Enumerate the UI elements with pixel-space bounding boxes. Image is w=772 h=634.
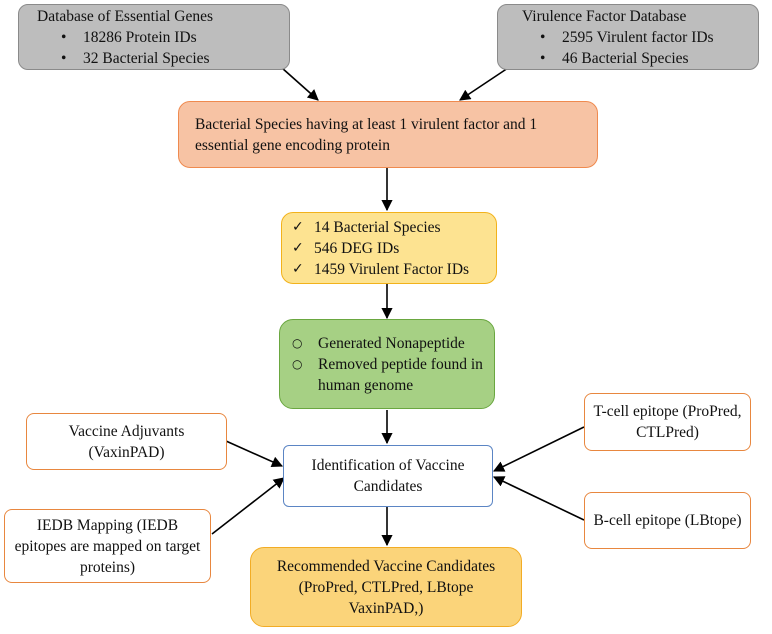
tcell-epitope-text: T-cell epitope (ProPred, CTLPred) bbox=[593, 403, 742, 441]
nonapeptide-item: Removed peptide found in human genome bbox=[288, 354, 486, 396]
arrow-bcell-to-identification bbox=[492, 476, 585, 521]
deg-database-box: Database of Essential Genes 18286 Protei… bbox=[18, 4, 290, 70]
arrow-vfdb-to-species bbox=[459, 67, 509, 101]
vaccine-adjuvants-text: Vaccine Adjuvants (VaxinPAD) bbox=[68, 422, 185, 461]
identification-text: Identification of Vaccine Candidates bbox=[311, 457, 465, 495]
vaccine-adjuvants-box: Vaccine Adjuvants (VaxinPAD) bbox=[26, 413, 227, 470]
identification-box: Identification of Vaccine Candidates bbox=[283, 445, 493, 507]
bcell-epitope-text: B-cell epitope (LBtope) bbox=[593, 512, 742, 529]
arrow-tcell-to-identification bbox=[492, 426, 585, 472]
counts-item: 14 Bacterial Species bbox=[292, 217, 486, 238]
nonapeptide-list: Generated Nonapeptide Removed peptide fo… bbox=[288, 333, 486, 396]
iedb-mapping-box: IEDB Mapping (IEDB epitopes are mapped o… bbox=[4, 509, 211, 583]
deg-database-item: 32 Bacterial Species bbox=[61, 48, 277, 69]
deg-database-title: Database of Essential Genes bbox=[37, 7, 214, 25]
iedb-mapping-text: IEDB Mapping (IEDB epitopes are mapped o… bbox=[14, 516, 201, 576]
deg-database-item: 18286 Protein IDs bbox=[61, 27, 277, 48]
arrow-adjuvants-to-identification bbox=[225, 440, 284, 468]
tcell-epitope-box: T-cell epitope (ProPred, CTLPred) bbox=[584, 393, 751, 451]
vfdb-list: 2595 Virulent factor IDs 46 Bacterial Sp… bbox=[540, 27, 748, 69]
recommended-candidates-box: Recommended Vaccine Candidates (ProPred,… bbox=[250, 547, 522, 627]
counts-item: 1459 Virulent Factor IDs bbox=[292, 259, 486, 280]
species-filter-text: Bacterial Species having at least 1 viru… bbox=[195, 115, 538, 154]
bcell-epitope-box: B-cell epitope (LBtope) bbox=[584, 492, 751, 549]
arrow-deg-to-species bbox=[281, 67, 319, 101]
nonapeptide-item: Generated Nonapeptide bbox=[288, 333, 486, 354]
counts-box: 14 Bacterial Species 546 DEG IDs 1459 Vi… bbox=[281, 212, 497, 284]
arrow-iedb-to-identification bbox=[211, 477, 285, 535]
vfdb-item: 2595 Virulent factor IDs bbox=[540, 27, 748, 48]
counts-item: 546 DEG IDs bbox=[292, 238, 486, 259]
deg-database-list: 18286 Protein IDs 32 Bacterial Species bbox=[61, 27, 277, 69]
counts-list: 14 Bacterial Species 546 DEG IDs 1459 Vi… bbox=[292, 217, 486, 280]
recommended-candidates-text: Recommended Vaccine Candidates (ProPred,… bbox=[276, 557, 496, 617]
vfdb-box: Virulence Factor Database 2595 Virulent … bbox=[497, 4, 759, 70]
vfdb-title: Virulence Factor Database bbox=[522, 7, 687, 25]
vfdb-item: 46 Bacterial Species bbox=[540, 48, 748, 69]
nonapeptide-box: Generated Nonapeptide Removed peptide fo… bbox=[279, 319, 495, 409]
species-filter-box: Bacterial Species having at least 1 viru… bbox=[178, 101, 598, 168]
